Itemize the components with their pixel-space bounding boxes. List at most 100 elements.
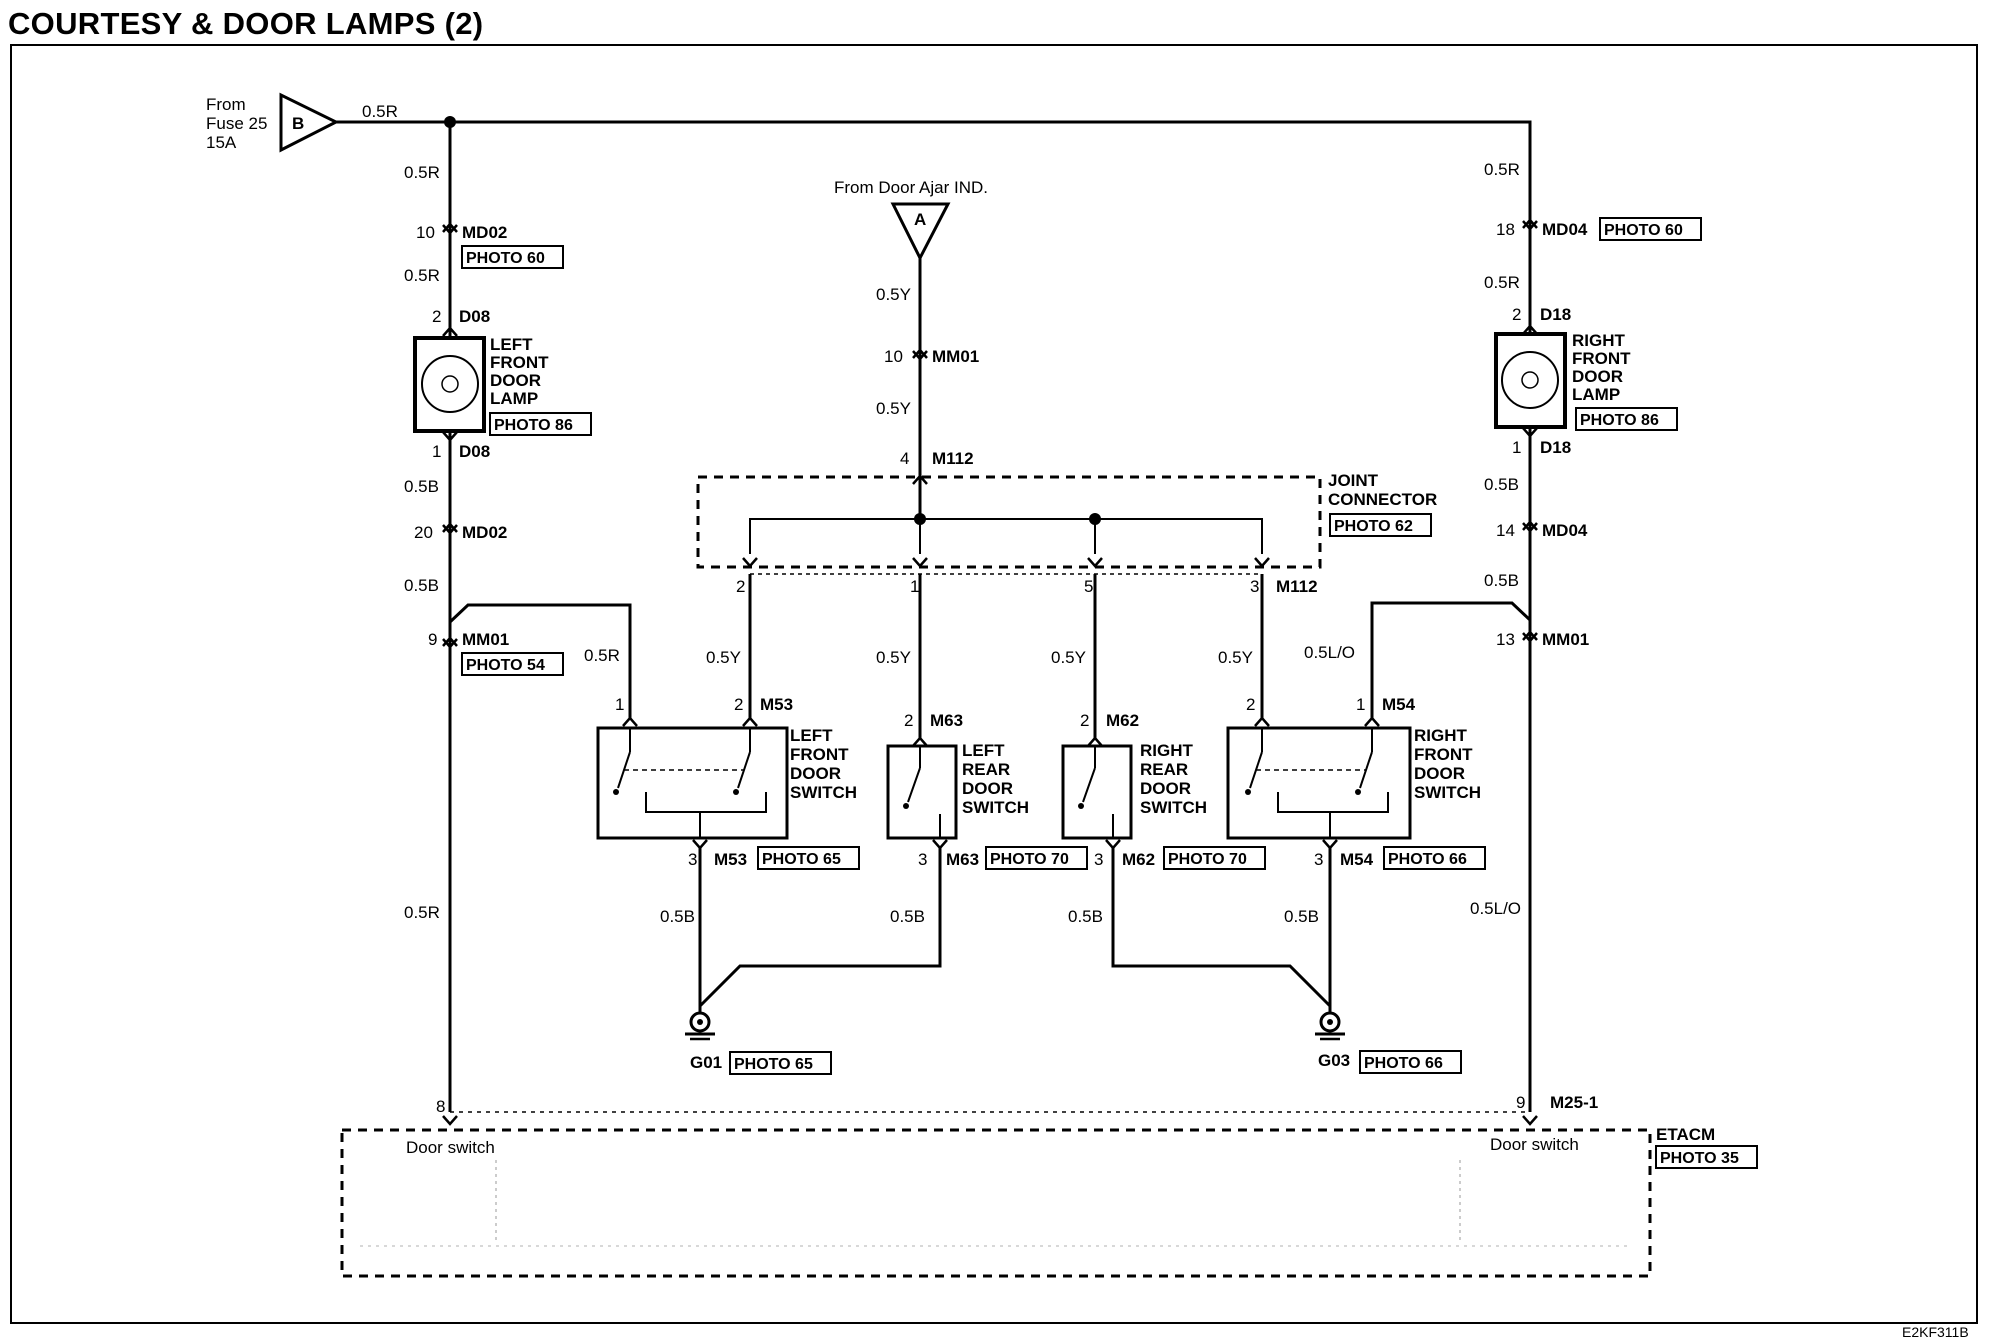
svg-text:LEFT: LEFT <box>962 741 1005 760</box>
svg-text:0.5B: 0.5B <box>660 907 695 926</box>
svg-text:1: 1 <box>615 695 624 714</box>
svg-text:PHOTO 70: PHOTO 70 <box>1168 851 1247 868</box>
svg-text:PHOTO 60: PHOTO 60 <box>1604 222 1683 239</box>
svg-text:M112: M112 <box>932 449 974 468</box>
svg-text:B: B <box>292 114 304 133</box>
svg-text:0.5Y: 0.5Y <box>876 399 911 418</box>
svg-text:PHOTO 65: PHOTO 65 <box>762 851 841 868</box>
left-front-door-lamp <box>413 336 486 433</box>
svg-text:A: A <box>914 210 926 229</box>
svg-text:1: 1 <box>1356 695 1365 714</box>
svg-text:DOOR: DOOR <box>1572 367 1623 386</box>
svg-text:0.5B: 0.5B <box>890 907 925 926</box>
svg-text:0.5Y: 0.5Y <box>1051 648 1086 667</box>
svg-text:18: 18 <box>1496 220 1515 239</box>
svg-text:1: 1 <box>910 577 919 596</box>
svg-text:From Door Ajar IND.: From Door Ajar IND. <box>834 178 988 197</box>
svg-text:Door switch: Door switch <box>1490 1135 1579 1154</box>
svg-text:FRONT: FRONT <box>790 745 849 764</box>
svg-text:CONNECTOR: CONNECTOR <box>1328 490 1437 509</box>
svg-text:2: 2 <box>734 695 743 714</box>
left-lamp-branch: 0.5R 10 MD02 PHOTO 60 0.5R 2 D08 LEFT FR… <box>404 122 592 1112</box>
svg-text:M62: M62 <box>1106 711 1139 730</box>
svg-text:PHOTO 60: PHOTO 60 <box>466 250 545 267</box>
svg-text:D08: D08 <box>459 442 490 461</box>
svg-text:M62: M62 <box>1122 850 1155 869</box>
svg-text:D18: D18 <box>1540 305 1571 324</box>
svg-text:3: 3 <box>1314 850 1323 869</box>
svg-text:SWITCH: SWITCH <box>1414 783 1481 802</box>
svg-text:0.5R: 0.5R <box>404 903 440 922</box>
right-front-door-switch: 2 1 M54 RIGHT FRONT DOOR SWITCH 3 M54 PH… <box>1226 695 1486 870</box>
fuse-source: From Fuse 25 15A B 0.5R <box>206 92 398 153</box>
svg-text:DOOR: DOOR <box>490 371 541 390</box>
svg-text:0.5B: 0.5B <box>404 576 439 595</box>
svg-text:M54: M54 <box>1382 695 1416 714</box>
svg-text:8: 8 <box>436 1097 445 1116</box>
svg-text:Fuse 25: Fuse 25 <box>206 114 267 133</box>
svg-text:13: 13 <box>1496 630 1515 649</box>
svg-text:PHOTO 66: PHOTO 66 <box>1388 851 1467 868</box>
svg-text:PHOTO 54: PHOTO 54 <box>466 657 545 674</box>
svg-text:0.5R: 0.5R <box>404 266 440 285</box>
svg-text:10: 10 <box>884 347 903 366</box>
svg-text:MD04: MD04 <box>1542 220 1588 239</box>
svg-text:0.5Y: 0.5Y <box>876 648 911 667</box>
svg-text:1: 1 <box>1512 438 1521 457</box>
svg-text:DOOR: DOOR <box>962 779 1013 798</box>
svg-text:15A: 15A <box>206 133 237 152</box>
svg-text:ETACM: ETACM <box>1656 1125 1715 1144</box>
left-rear-door-switch: 2 M63 LEFT REAR DOOR SWITCH 3 M63 PHOTO … <box>886 711 1088 870</box>
connector-b-triangle-icon <box>279 92 340 153</box>
svg-text:2: 2 <box>1246 695 1255 714</box>
svg-text:M53: M53 <box>714 850 747 869</box>
svg-text:2: 2 <box>1080 711 1089 730</box>
svg-text:SWITCH: SWITCH <box>962 798 1029 817</box>
svg-text:2: 2 <box>1512 305 1521 324</box>
svg-text:From: From <box>206 95 246 114</box>
svg-text:DOOR: DOOR <box>1140 779 1191 798</box>
svg-text:G01: G01 <box>690 1053 722 1072</box>
svg-text:10: 10 <box>416 223 435 242</box>
door-ajar-input: From Door Ajar IND. A 0.5Y 10 MM01 0.5Y … <box>834 178 988 518</box>
svg-text:FRONT: FRONT <box>1414 745 1473 764</box>
svg-text:M63: M63 <box>946 850 979 869</box>
svg-text:0.5R: 0.5R <box>1484 160 1520 179</box>
right-rear-door-switch: 2 M62 RIGHT REAR DOOR SWITCH 3 M62 PHOTO… <box>1061 711 1266 870</box>
svg-text:MM01: MM01 <box>932 347 979 366</box>
svg-text:PHOTO 70: PHOTO 70 <box>990 851 1069 868</box>
svg-text:M25-1: M25-1 <box>1550 1093 1598 1112</box>
joint-connector: JOINT CONNECTOR PHOTO 62 2 1 5 3 M112 <box>696 471 1437 596</box>
svg-text:RIGHT: RIGHT <box>1414 726 1468 745</box>
svg-text:3: 3 <box>1250 577 1259 596</box>
svg-text:LEFT: LEFT <box>790 726 833 745</box>
svg-text:G03: G03 <box>1318 1051 1350 1070</box>
svg-text:0.5Y: 0.5Y <box>1218 648 1253 667</box>
svg-text:0.5R: 0.5R <box>362 102 398 121</box>
svg-text:0.5L/O: 0.5L/O <box>1470 899 1521 918</box>
svg-text:9: 9 <box>428 630 437 649</box>
diagram-code: E2KF311B <box>1902 1324 1969 1340</box>
svg-text:M112: M112 <box>1276 577 1318 596</box>
svg-text:PHOTO 86: PHOTO 86 <box>1580 412 1659 429</box>
svg-text:REAR: REAR <box>1140 760 1188 779</box>
svg-text:M63: M63 <box>930 711 963 730</box>
page-title: COURTESY & DOOR LAMPS (2) <box>8 6 484 41</box>
svg-text:0.5L/O: 0.5L/O <box>1304 643 1355 662</box>
svg-text:Door switch: Door switch <box>406 1138 495 1157</box>
svg-text:PHOTO 86: PHOTO 86 <box>494 417 573 434</box>
svg-text:SWITCH: SWITCH <box>1140 798 1207 817</box>
svg-text:0.5Y: 0.5Y <box>706 648 741 667</box>
svg-text:2: 2 <box>904 711 913 730</box>
svg-text:0.5B: 0.5B <box>1484 475 1519 494</box>
ground-g03-icon <box>1313 1004 1347 1041</box>
svg-text:PHOTO 65: PHOTO 65 <box>734 1056 813 1073</box>
svg-text:MD02: MD02 <box>462 523 507 542</box>
svg-text:0.5B: 0.5B <box>1068 907 1103 926</box>
svg-text:M53: M53 <box>760 695 793 714</box>
svg-text:MD02: MD02 <box>462 223 507 242</box>
svg-text:DOOR: DOOR <box>1414 764 1465 783</box>
svg-text:SWITCH: SWITCH <box>790 783 857 802</box>
svg-text:DOOR: DOOR <box>790 764 841 783</box>
svg-text:MM01: MM01 <box>1542 630 1589 649</box>
